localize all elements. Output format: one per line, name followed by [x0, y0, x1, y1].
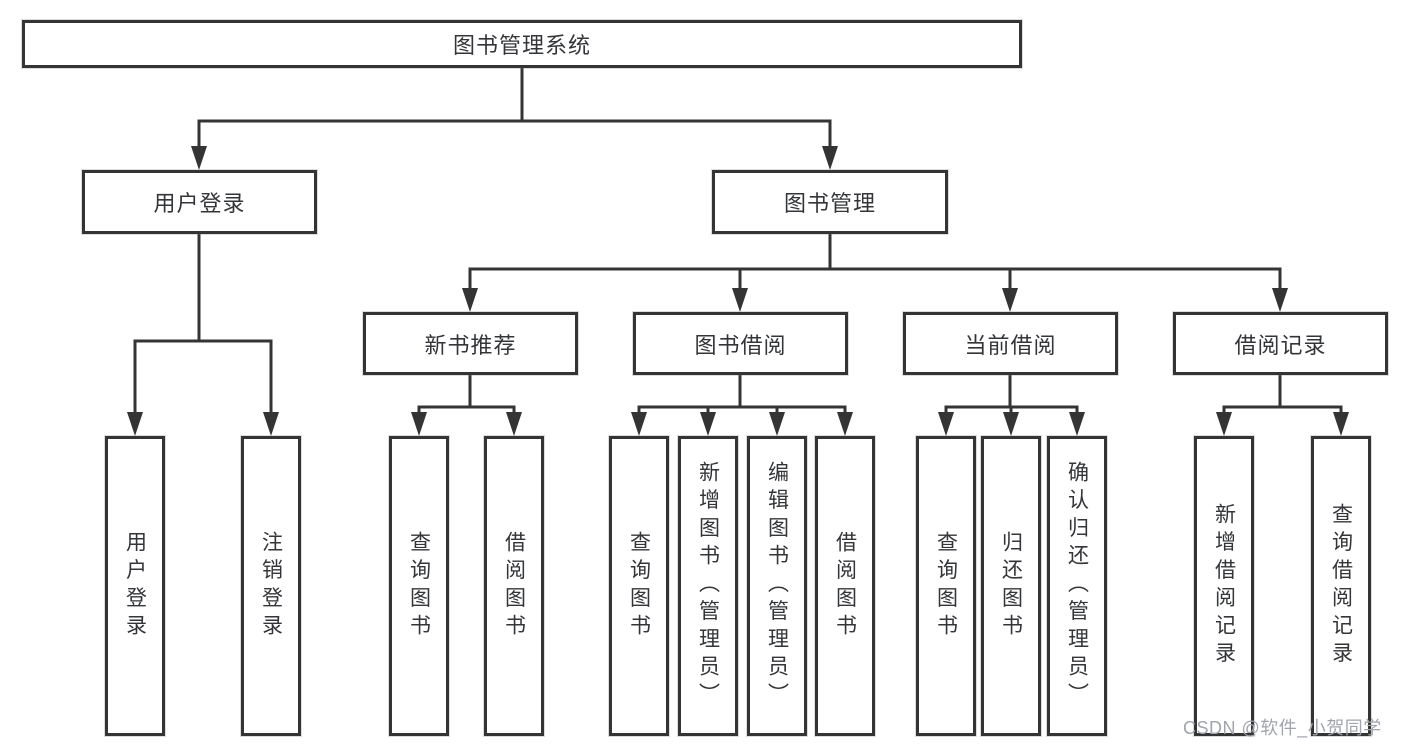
node-label: 图书管理 — [783, 191, 876, 216]
leaf-label: 确认归还（管理员） — [1065, 461, 1089, 711]
leaf-label: 借阅图书 — [833, 530, 857, 642]
node-label: 当前借阅 — [964, 332, 1057, 358]
leaf-label: 借阅图书 — [502, 530, 526, 642]
node-new-book-recommendation: 新书推荐 — [363, 312, 578, 375]
leaf-label: 用户登录 — [123, 530, 147, 642]
node-label: 借阅记录 — [1234, 332, 1327, 358]
leaf-label: 查询借阅记录 — [1329, 502, 1353, 670]
leaf-label: 新增借阅记录 — [1212, 502, 1236, 670]
leaf-label: 编辑图书（管理员） — [765, 461, 789, 711]
node-book-borrowing: 图书借阅 — [633, 312, 848, 375]
leaf-label: 查询图书 — [407, 530, 431, 642]
leaf-label: 归还图书 — [999, 530, 1023, 642]
leaf-user-login: 用户登录 — [105, 436, 165, 736]
leaf-query-borrow-record: 查询借阅记录 — [1311, 436, 1371, 736]
connector-book-management-to-level3 — [468, 232, 1282, 292]
node-library-management-system: 图书管理系统 — [22, 20, 1022, 68]
leaf-logout: 注销登录 — [241, 436, 301, 736]
leaf-borrow-books: 借阅图书 — [815, 436, 875, 736]
connector-root-to-level2 — [197, 66, 832, 150]
leaf-label: 查询图书 — [627, 530, 651, 642]
node-current-borrowing: 当前借阅 — [903, 312, 1118, 375]
node-book-management: 图书管理 — [712, 170, 948, 234]
connector-new-book-to-leaves — [417, 373, 516, 416]
leaf-add-books-admin: 新增图书（管理员） — [678, 436, 738, 736]
connector-current-borrowing-to-leaves — [944, 373, 1079, 416]
node-borrow-records: 借阅记录 — [1173, 312, 1388, 375]
node-label: 新书推荐 — [424, 332, 517, 358]
leaf-edit-books-admin: 编辑图书（管理员） — [747, 436, 807, 736]
connector-book-borrowing-to-leaves — [637, 373, 847, 416]
node-label: 图书管理系统 — [452, 33, 591, 58]
csdn-watermark: CSDN @软件_小贺同学 — [1183, 718, 1382, 738]
leaf-label: 注销登录 — [259, 530, 283, 642]
leaf-query-books-borrowing: 查询图书 — [609, 436, 669, 736]
leaf-label: 新增图书（管理员） — [696, 461, 720, 711]
leaf-add-borrow-record: 新增借阅记录 — [1194, 436, 1254, 736]
leaf-return-books: 归还图书 — [981, 436, 1041, 736]
leaf-confirm-return-admin: 确认归还（管理员） — [1047, 436, 1107, 736]
leaf-label: 查询图书 — [934, 530, 958, 642]
connector-borrow-records-to-leaves — [1222, 373, 1343, 416]
node-user-login: 用户登录 — [82, 170, 317, 234]
leaf-query-books-current: 查询图书 — [916, 436, 976, 736]
connector-user-login-to-leaves — [133, 232, 273, 416]
leaf-borrow-books-recommend: 借阅图书 — [484, 436, 544, 736]
node-label: 图书借阅 — [694, 332, 787, 358]
node-label: 用户登录 — [153, 191, 246, 216]
leaf-query-books-recommend: 查询图书 — [389, 436, 449, 736]
